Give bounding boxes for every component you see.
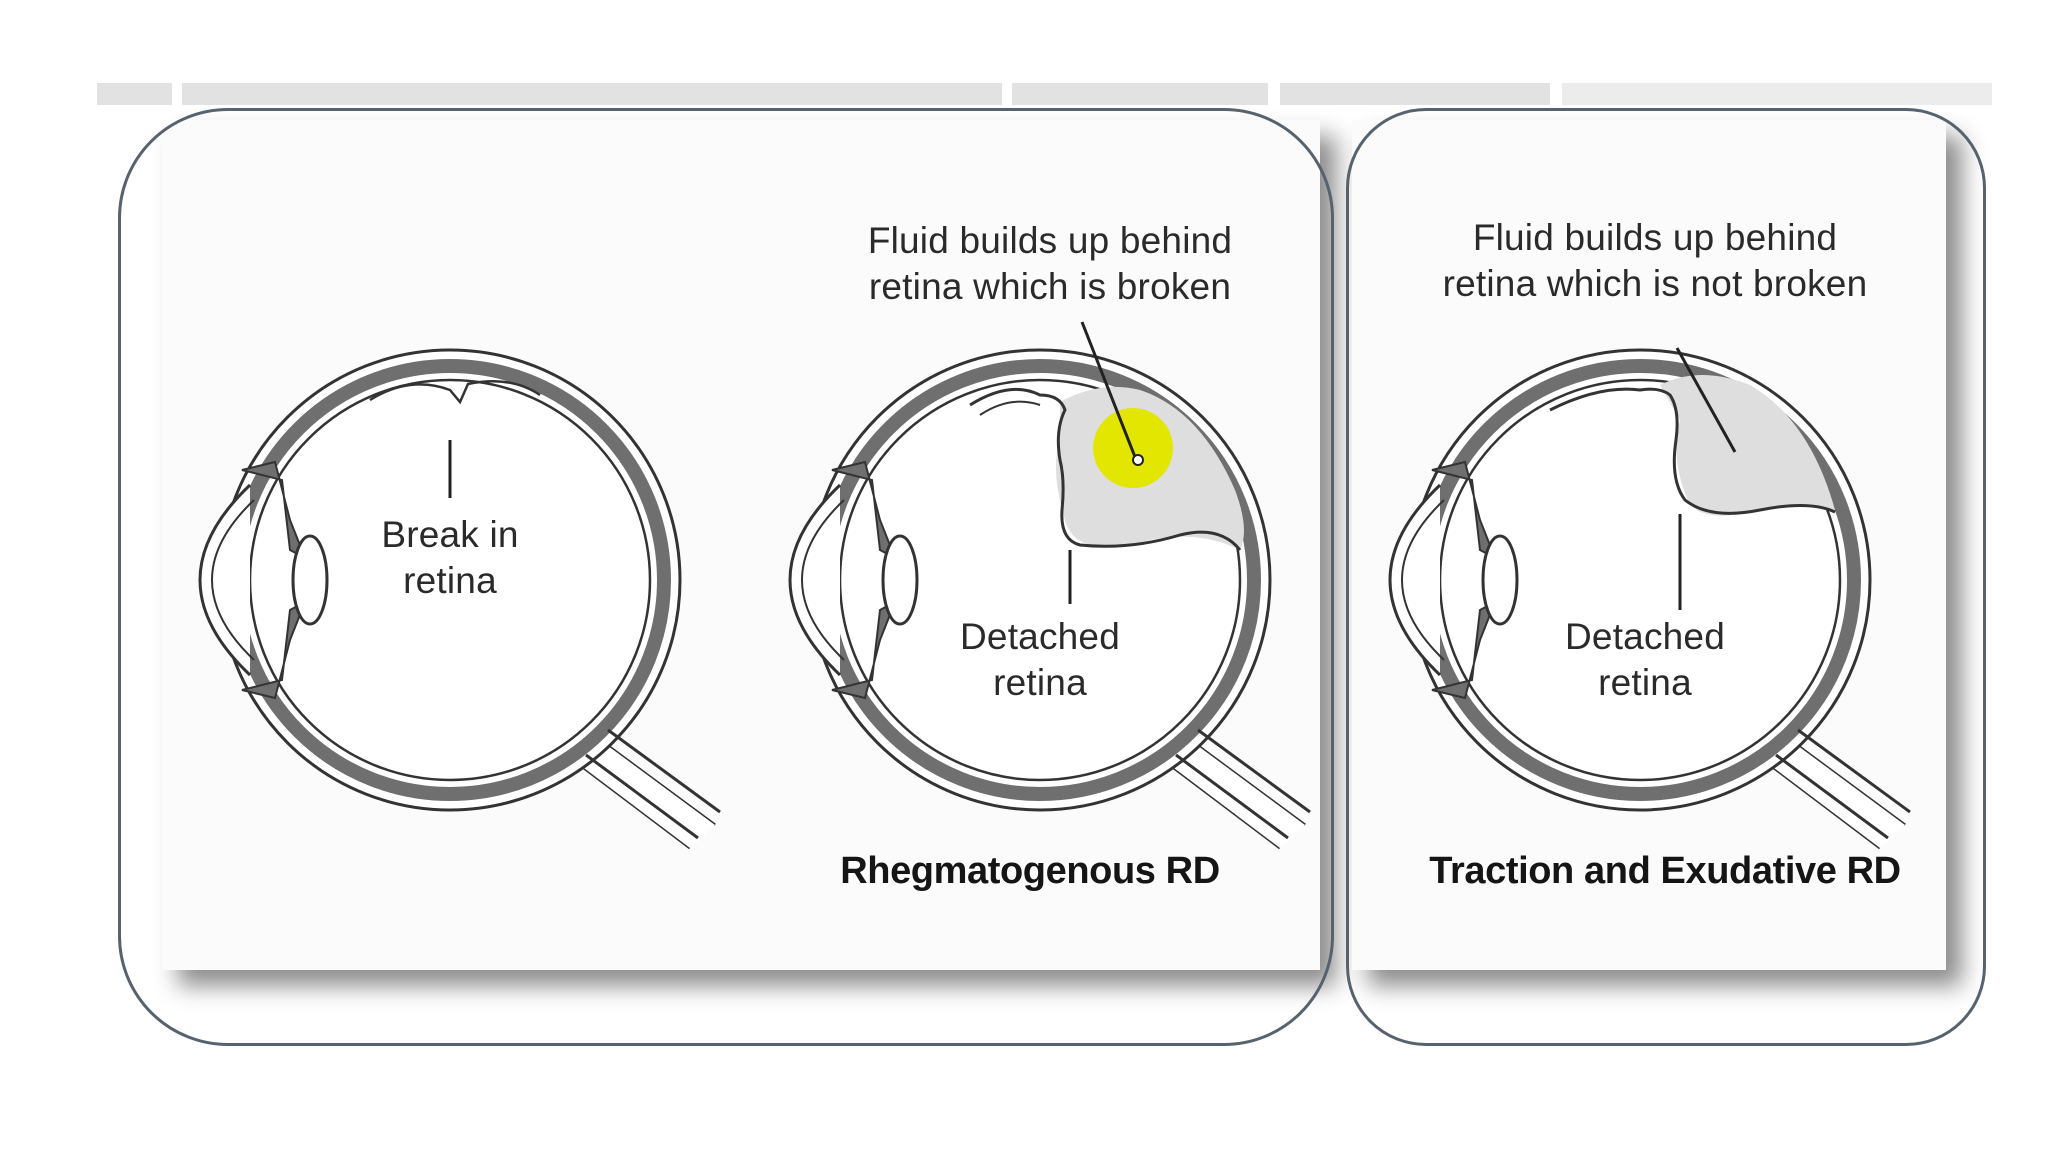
top-strip-segment — [1280, 83, 1550, 105]
label-fluid-not-broken: Fluid builds up behind retina which is n… — [1410, 215, 1900, 307]
title-rhegmatogenous-rd: Rhegmatogenous RD — [840, 850, 1220, 892]
eye-diagram-rhegmatogenous — [790, 321, 1310, 848]
label-detached-retina-left: Detached retina — [920, 614, 1160, 706]
top-strip-segment — [182, 83, 1002, 105]
label-line: retina which is not broken — [1442, 263, 1868, 304]
eye-diagram-traction-exudative — [1390, 348, 1910, 848]
group-outline-left — [118, 108, 1334, 1046]
label-line: Fluid builds up behind — [1472, 217, 1838, 258]
label-line: retina — [1598, 662, 1692, 703]
label-line: Detached — [1565, 616, 1725, 657]
top-strip-segment — [1012, 83, 1268, 105]
eye-diagram-break — [200, 350, 720, 848]
label-line: Fluid builds up behind — [867, 220, 1233, 261]
label-line: Break in — [381, 514, 519, 555]
label-line: Detached — [960, 616, 1120, 657]
label-detached-retina-right: Detached retina — [1525, 614, 1765, 706]
label-break-in-retina: Break in retina — [340, 512, 560, 604]
label-line: retina which is broken — [868, 266, 1232, 307]
title-traction-exudative-rd: Traction and Exudative RD — [1429, 850, 1901, 892]
top-strip-segment — [1562, 83, 1992, 105]
label-line: retina — [403, 560, 497, 601]
label-fluid-broken: Fluid builds up behind retina which is b… — [830, 218, 1270, 310]
top-strip-segment — [97, 83, 172, 105]
label-line: retina — [993, 662, 1087, 703]
group-outline-right — [1346, 108, 1986, 1046]
